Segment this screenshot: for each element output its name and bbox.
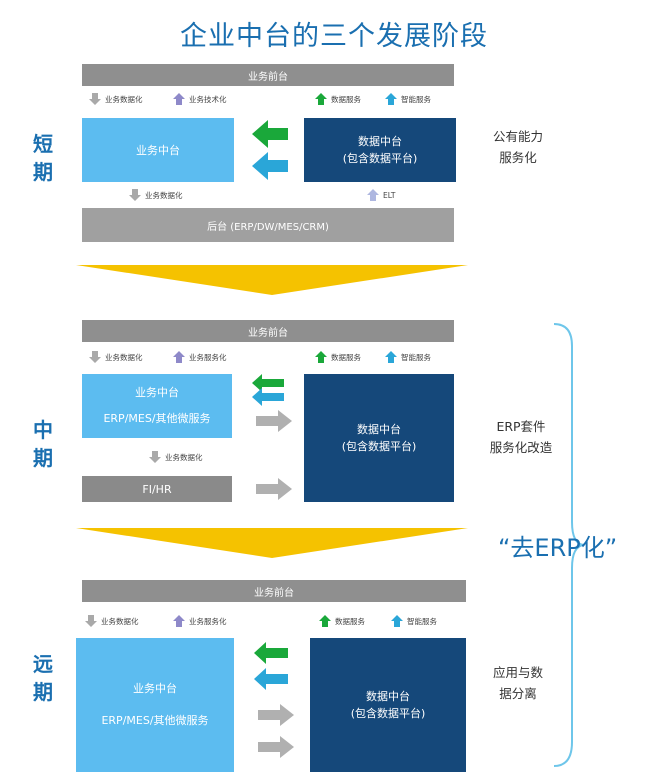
note-long: 应用与数 据分离 bbox=[492, 665, 543, 701]
cyan-arrow-left-2 bbox=[252, 388, 286, 406]
front-bar-1: 业务前台 bbox=[82, 64, 454, 86]
front-bar-3: 业务前台 bbox=[82, 580, 466, 602]
stage-long-char-2: 期 bbox=[33, 680, 53, 704]
label-data-service-3: 数据服务 bbox=[318, 614, 365, 628]
stage-mid-char-1: 中 bbox=[33, 418, 53, 442]
stage-short-char-1: 短 bbox=[33, 132, 53, 156]
green-arrow-left-3 bbox=[254, 642, 290, 664]
up-arrow-icon bbox=[391, 615, 403, 627]
label-digitize-1b: 业务数据化 bbox=[128, 188, 183, 202]
biz-center-box-3: 业务中台 ERP/MES/其他微服务 bbox=[76, 638, 234, 772]
up-arrow-icon bbox=[385, 351, 397, 363]
label-elt: ELT bbox=[366, 188, 395, 202]
down-arrow-icon bbox=[89, 93, 101, 105]
up-arrow-icon bbox=[367, 189, 379, 201]
up-arrow-icon bbox=[319, 615, 331, 627]
note-mid: ERP套件 服务化改造 bbox=[489, 419, 553, 455]
up-arrow-icon bbox=[173, 93, 185, 105]
gray-arrow-right-3a bbox=[258, 704, 294, 726]
down-arrow-icon bbox=[129, 189, 141, 201]
stage-short-char-2: 期 bbox=[33, 160, 53, 184]
biz-center-box-1: 业务中台 bbox=[82, 118, 234, 182]
label-smart-service-2: 智能服务 bbox=[384, 350, 431, 364]
up-arrow-icon bbox=[173, 615, 185, 627]
data-center-box-2: 数据中台 (包含数据平台) bbox=[304, 374, 454, 502]
label-service-3: 业务服务化 bbox=[172, 614, 227, 628]
down-arrow-icon bbox=[149, 451, 161, 463]
up-arrow-icon bbox=[315, 93, 327, 105]
front-bar-2: 业务前台 bbox=[82, 320, 454, 342]
backend-bar: 后台 (ERP/DW/MES/CRM) bbox=[82, 208, 454, 242]
green-arrow-left-2 bbox=[252, 374, 286, 392]
stage-short-label: 短 期 bbox=[28, 130, 58, 186]
green-arrow-left-1 bbox=[252, 120, 290, 148]
up-arrow-icon bbox=[385, 93, 397, 105]
gold-down-arrow-1 bbox=[76, 265, 468, 295]
gray-arrow-right-3b bbox=[258, 736, 294, 758]
label-digitize-3: 业务数据化 bbox=[84, 614, 139, 628]
stage-long-label: 远 期 bbox=[28, 650, 58, 706]
label-data-service-2: 数据服务 bbox=[314, 350, 361, 364]
stage-long-char-1: 远 bbox=[33, 652, 53, 676]
label-data-service-1: 数据服务 bbox=[314, 92, 361, 106]
down-arrow-icon bbox=[89, 351, 101, 363]
bracket bbox=[548, 322, 588, 768]
page-title: 企业中台的三个发展阶段 bbox=[180, 21, 488, 52]
up-arrow-icon bbox=[315, 351, 327, 363]
cyan-arrow-left-1 bbox=[252, 152, 290, 180]
label-smart-service-1: 智能服务 bbox=[384, 92, 431, 106]
gray-arrow-right-2a bbox=[256, 410, 292, 432]
biz-center-box-2: 业务中台 ERP/MES/其他微服务 bbox=[82, 374, 232, 438]
up-arrow-icon bbox=[173, 351, 185, 363]
fi-hr-box: FI/HR bbox=[82, 476, 232, 502]
gold-down-arrow-2 bbox=[76, 528, 468, 558]
label-digitize-2: 业务数据化 bbox=[88, 350, 143, 364]
gray-arrow-right-2b bbox=[256, 478, 292, 500]
note-short: 公有能力 服务化 bbox=[492, 129, 543, 165]
data-center-box-3: 数据中台 (包含数据平台) bbox=[310, 638, 466, 772]
label-tech-1: 业务技术化 bbox=[172, 92, 227, 106]
stage-mid-label: 中 期 bbox=[28, 416, 58, 472]
data-center-box-1: 数据中台 (包含数据平台) bbox=[304, 118, 456, 182]
label-smart-service-3: 智能服务 bbox=[390, 614, 437, 628]
de-erp-label: “去ERP化” bbox=[498, 534, 618, 562]
cyan-arrow-left-3 bbox=[254, 668, 290, 690]
stage-mid-char-2: 期 bbox=[33, 446, 53, 470]
down-arrow-icon bbox=[85, 615, 97, 627]
label-digitize-1: 业务数据化 bbox=[88, 92, 143, 106]
label-digitize-2b: 业务数据化 bbox=[148, 450, 203, 464]
label-service-2: 业务服务化 bbox=[172, 350, 227, 364]
